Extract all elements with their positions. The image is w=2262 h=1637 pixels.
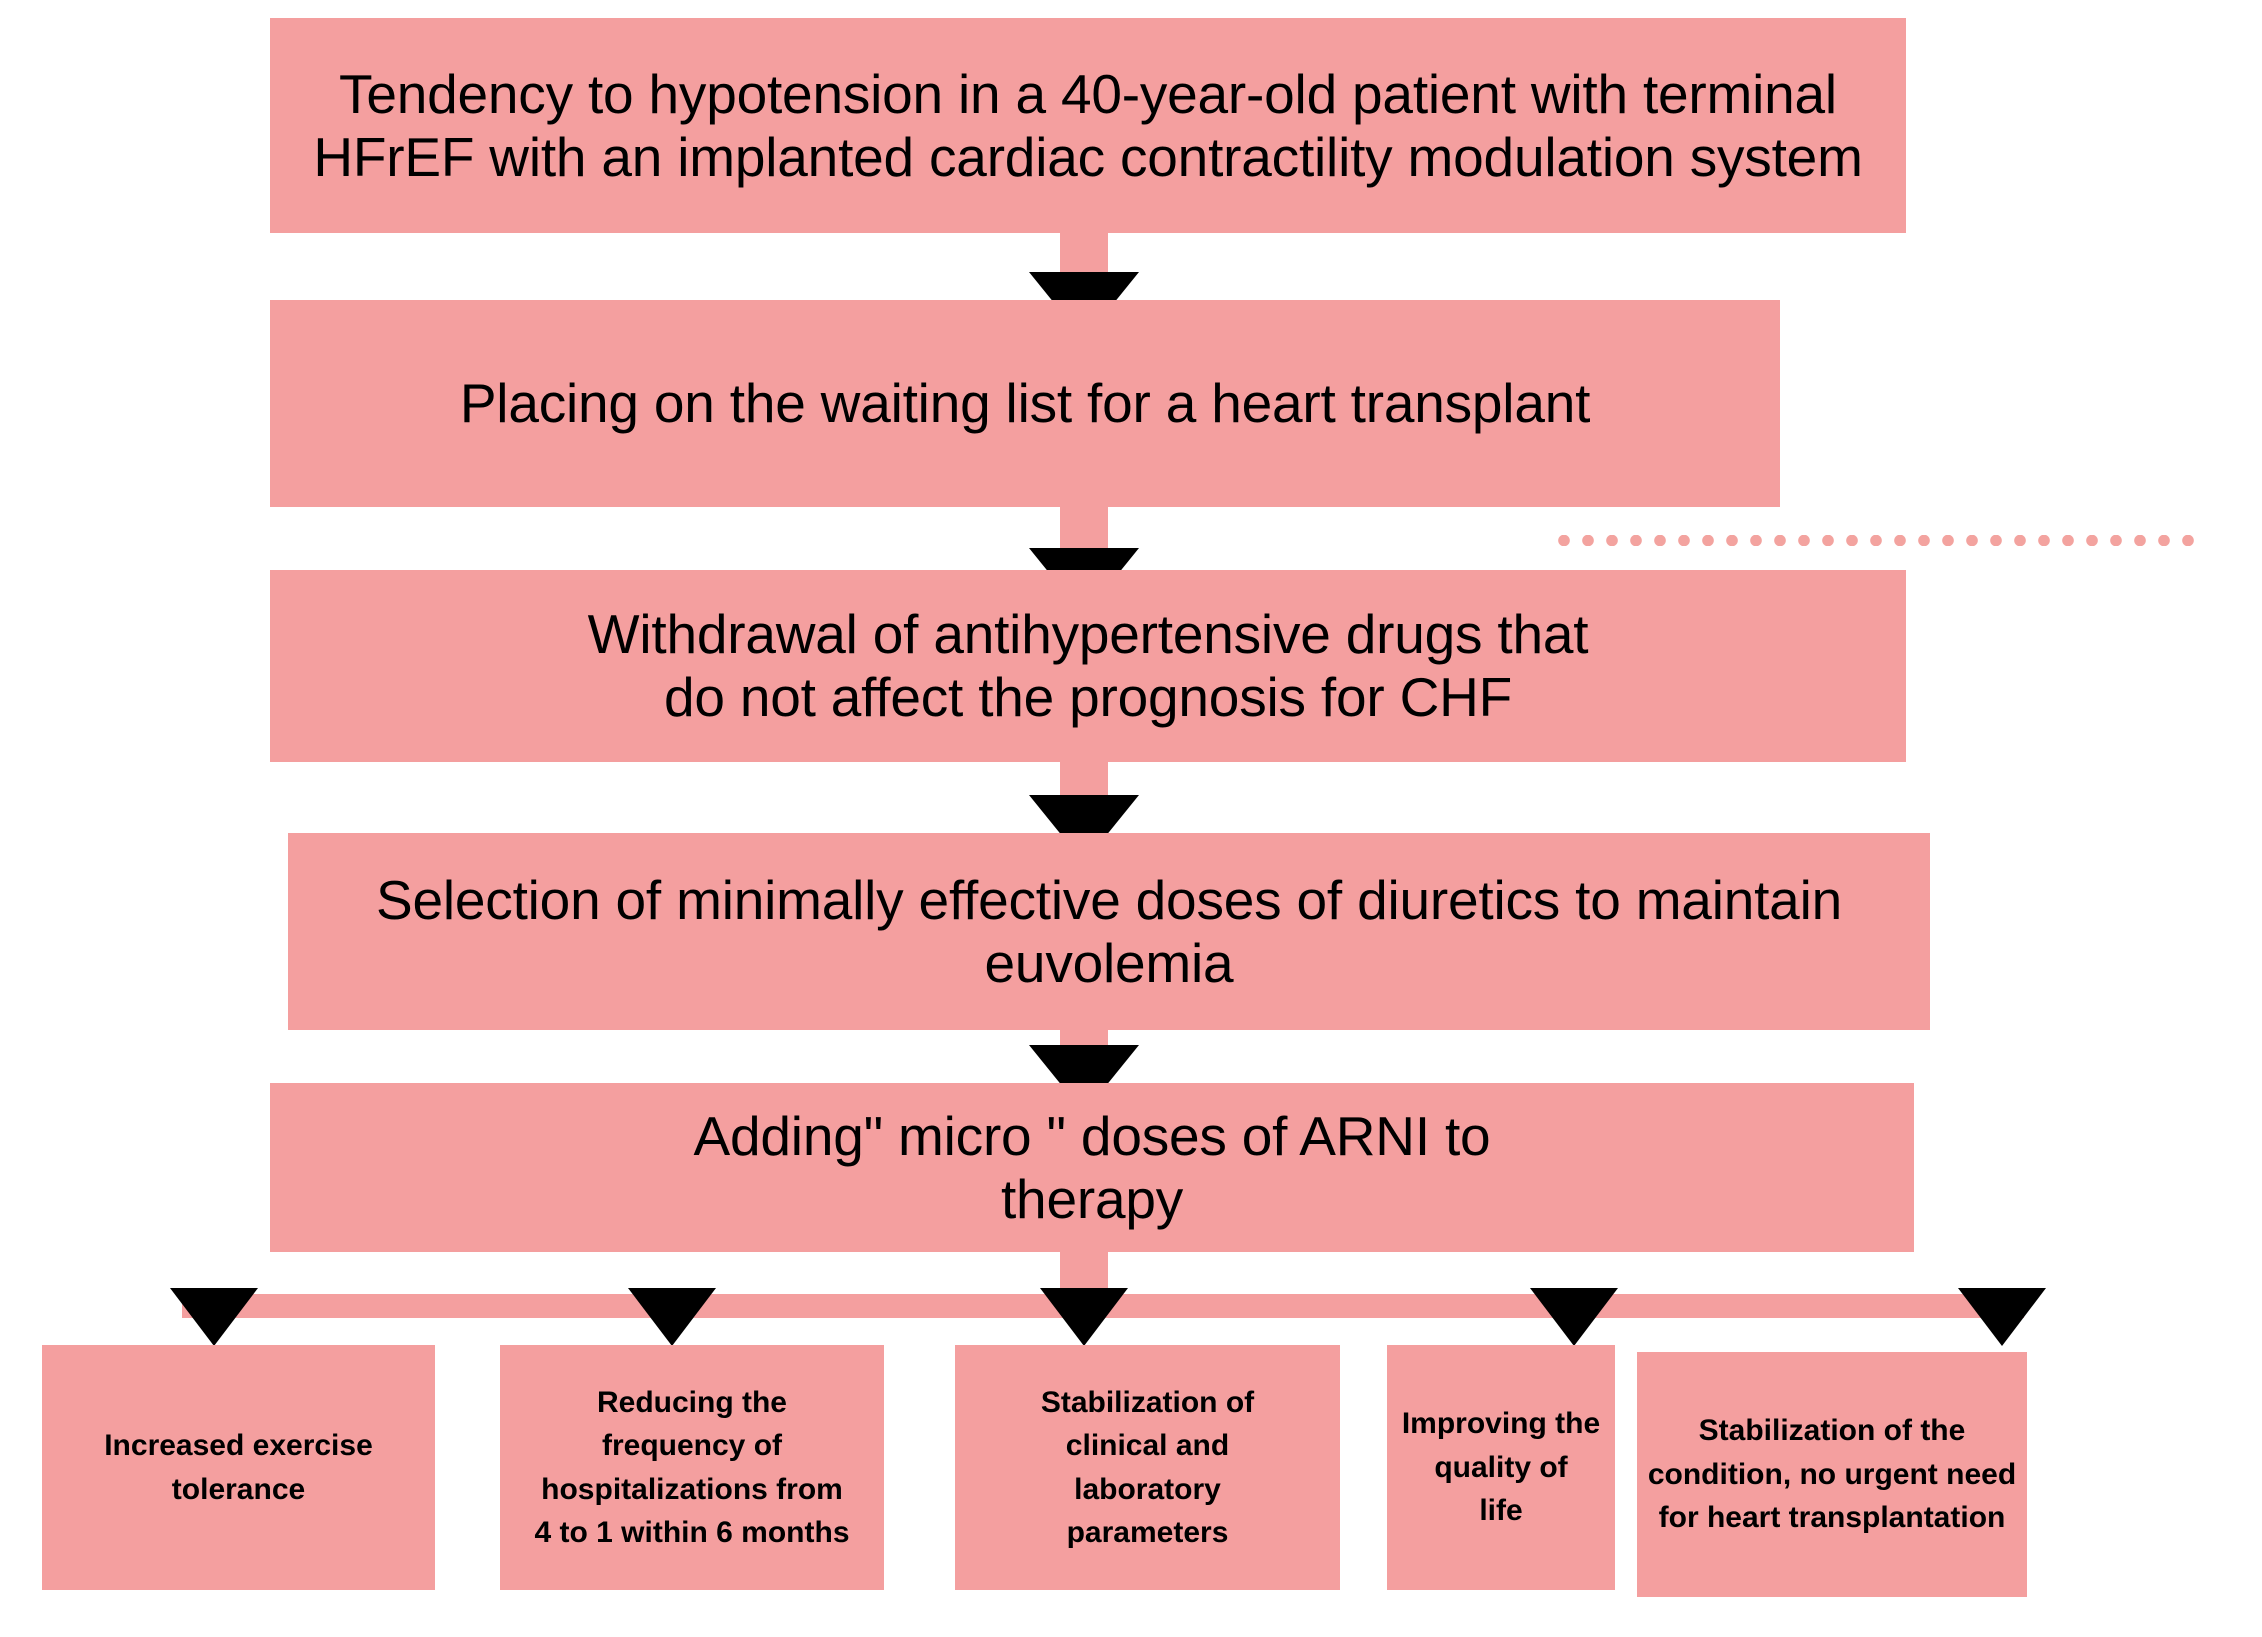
step-node-1[interactable]: Tendency to hypotension in a 40-year-old… bbox=[270, 18, 1906, 233]
arrow-down-icon-outcome-2 bbox=[628, 1288, 716, 1346]
outcome-node-5[interactable]: Stabilization of the condition, no urgen… bbox=[1637, 1352, 2027, 1597]
outcome-node-5-label: Stabilization of the condition, no urgen… bbox=[1647, 1414, 2017, 1535]
step-node-1-label: Tendency to hypotension in a 40-year-old… bbox=[313, 62, 1863, 188]
arrow-down-icon-outcome-5 bbox=[1958, 1288, 2046, 1346]
step-node-4-label: Selection of minimally effective doses o… bbox=[376, 868, 1842, 994]
step-node-4[interactable]: Selection of minimally effective doses o… bbox=[288, 833, 1930, 1030]
outcome-node-1[interactable]: Increased exercise tolerance bbox=[42, 1345, 435, 1590]
outcome-node-2-label: Reducing the frequency of hospitalizatio… bbox=[534, 1385, 850, 1550]
dotted-separator-line bbox=[1552, 535, 2197, 546]
outcome-node-2[interactable]: Reducing the frequency of hospitalizatio… bbox=[500, 1345, 884, 1590]
step-node-2-label: Placing on the waiting list for a heart … bbox=[459, 372, 1591, 435]
step-node-3[interactable]: Withdrawal of antihypertensive drugs tha… bbox=[270, 570, 1906, 762]
step-node-2[interactable]: Placing on the waiting list for a heart … bbox=[270, 300, 1780, 507]
outcome-node-1-label: Increased exercise tolerance bbox=[104, 1429, 373, 1506]
outcome-node-4-label: Improving the quality of life bbox=[1401, 1407, 1601, 1528]
outcome-node-3-label: Stabilization of clinical and laboratory… bbox=[1040, 1385, 1255, 1550]
arrow-down-icon-outcome-4 bbox=[1530, 1288, 1618, 1346]
outcome-node-3[interactable]: Stabilization of clinical and laboratory… bbox=[955, 1345, 1340, 1590]
step-node-5-label: Adding" micro " doses of ARNI to therapy bbox=[693, 1104, 1491, 1230]
arrow-down-icon-outcome-1 bbox=[170, 1288, 258, 1346]
step-node-3-label: Withdrawal of antihypertensive drugs tha… bbox=[587, 603, 1589, 728]
arrow-down-icon-outcome-3 bbox=[1040, 1288, 1128, 1346]
outcome-node-4[interactable]: Improving the quality of life bbox=[1387, 1345, 1615, 1590]
step-node-5[interactable]: Adding" micro " doses of ARNI to therapy bbox=[270, 1083, 1914, 1252]
